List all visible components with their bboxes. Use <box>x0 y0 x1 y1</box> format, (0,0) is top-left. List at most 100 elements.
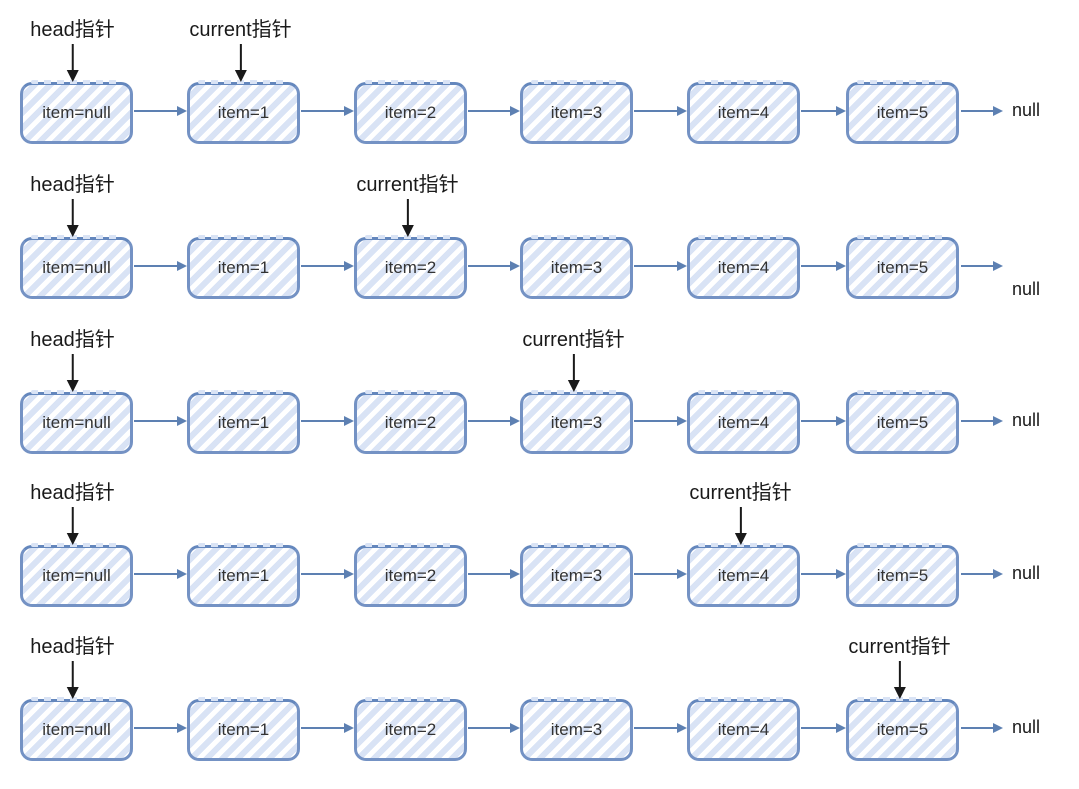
next-arrow <box>634 569 687 579</box>
arrow-stem <box>239 44 242 70</box>
next-arrow <box>801 569 846 579</box>
down-arrow-icon <box>401 199 414 237</box>
arrow-stem <box>71 44 74 70</box>
node-label: item=3 <box>550 103 603 122</box>
next-arrow <box>468 569 520 579</box>
node-label: item=null <box>42 720 111 739</box>
current-pointer: current指针 <box>356 174 459 237</box>
list-node: item=2 <box>354 390 467 454</box>
list-node: item=1 <box>187 235 300 299</box>
arrow-head <box>66 70 79 82</box>
node-label: item=5 <box>876 720 929 739</box>
head-pointer-label: head指针 <box>30 329 115 351</box>
node-label: item=4 <box>717 413 770 432</box>
list-node: item=1 <box>187 80 300 144</box>
node-label: item=2 <box>384 720 437 739</box>
current-pointer: current指针 <box>689 482 792 545</box>
next-arrow <box>468 416 520 426</box>
down-arrow-icon <box>66 199 79 237</box>
arrow-stem <box>898 661 901 687</box>
arrow-stem <box>71 507 74 533</box>
head-pointer-label: head指针 <box>30 174 115 196</box>
null-label: null <box>1012 410 1041 430</box>
next-arrow <box>301 569 354 579</box>
list-node: item=3 <box>520 697 633 761</box>
head-pointer-label: head指针 <box>30 482 115 504</box>
current-pointer-label: current指针 <box>848 636 951 658</box>
arrow-stem <box>572 354 575 380</box>
current-pointer-label: current指针 <box>689 482 792 504</box>
node-label: item=4 <box>717 103 770 122</box>
tail-arrow <box>961 106 1003 116</box>
next-arrow <box>134 723 187 733</box>
next-arrow <box>134 416 187 426</box>
node-label: item=3 <box>550 720 603 739</box>
down-arrow-icon <box>567 354 580 392</box>
node-label: item=5 <box>876 103 929 122</box>
tail-arrow <box>961 569 1003 579</box>
head-pointer: head指针 <box>30 482 115 545</box>
next-arrow <box>801 261 846 271</box>
list-node: item=4 <box>687 235 800 299</box>
current-pointer-label: current指针 <box>356 174 459 196</box>
next-arrow <box>801 723 846 733</box>
tail-arrow <box>961 416 1003 426</box>
node-label: item=null <box>42 566 111 585</box>
node-label: item=2 <box>384 413 437 432</box>
list-node: item=4 <box>687 390 800 454</box>
list-node: item=2 <box>354 235 467 299</box>
next-arrow <box>801 416 846 426</box>
head-pointer-label: head指针 <box>30 636 115 658</box>
list-node: item=2 <box>354 697 467 761</box>
next-arrow <box>468 261 520 271</box>
arrow-head <box>66 533 79 545</box>
next-arrow <box>634 106 687 116</box>
list-node: item=5 <box>846 543 959 607</box>
arrow-head <box>234 70 247 82</box>
current-pointer: current指针 <box>522 329 625 392</box>
null-label: null <box>1012 563 1041 583</box>
next-arrow <box>134 106 187 116</box>
arrow-stem <box>739 507 742 533</box>
arrow-stem <box>71 661 74 687</box>
list-node: item=4 <box>687 543 800 607</box>
down-arrow-icon <box>893 661 906 699</box>
list-node: item=1 <box>187 543 300 607</box>
node-label: item=1 <box>217 103 270 122</box>
node-label: item=5 <box>876 413 929 432</box>
head-pointer: head指针 <box>30 329 115 392</box>
arrow-head <box>66 380 79 392</box>
node-label: item=1 <box>217 566 270 585</box>
node-label: item=null <box>42 413 111 432</box>
list-node: item=3 <box>520 80 633 144</box>
node-label: item=4 <box>717 720 770 739</box>
node-label: item=3 <box>550 566 603 585</box>
arrow-head <box>734 533 747 545</box>
tail-arrow <box>961 261 1003 271</box>
head-pointer: head指针 <box>30 174 115 237</box>
list-node: item=null <box>20 80 133 144</box>
list-node: item=5 <box>846 390 959 454</box>
next-arrow <box>634 416 687 426</box>
current-pointer: current指针 <box>189 19 292 82</box>
current-pointer-label: current指针 <box>522 329 625 351</box>
list-node: item=5 <box>846 697 959 761</box>
next-arrow <box>634 261 687 271</box>
next-arrow <box>134 261 187 271</box>
list-node: item=null <box>20 697 133 761</box>
down-arrow-icon <box>66 507 79 545</box>
next-arrow <box>301 106 354 116</box>
down-arrow-icon <box>66 661 79 699</box>
node-label: item=2 <box>384 258 437 277</box>
list-node: item=null <box>20 235 133 299</box>
current-pointer: current指针 <box>848 636 951 699</box>
list-node: item=1 <box>187 390 300 454</box>
arrow-head <box>401 225 414 237</box>
node-label: item=1 <box>217 720 270 739</box>
arrow-stem <box>71 354 74 380</box>
node-label: item=5 <box>876 258 929 277</box>
null-label: null <box>1012 279 1041 299</box>
list-node: item=4 <box>687 80 800 144</box>
node-label: item=null <box>42 103 111 122</box>
